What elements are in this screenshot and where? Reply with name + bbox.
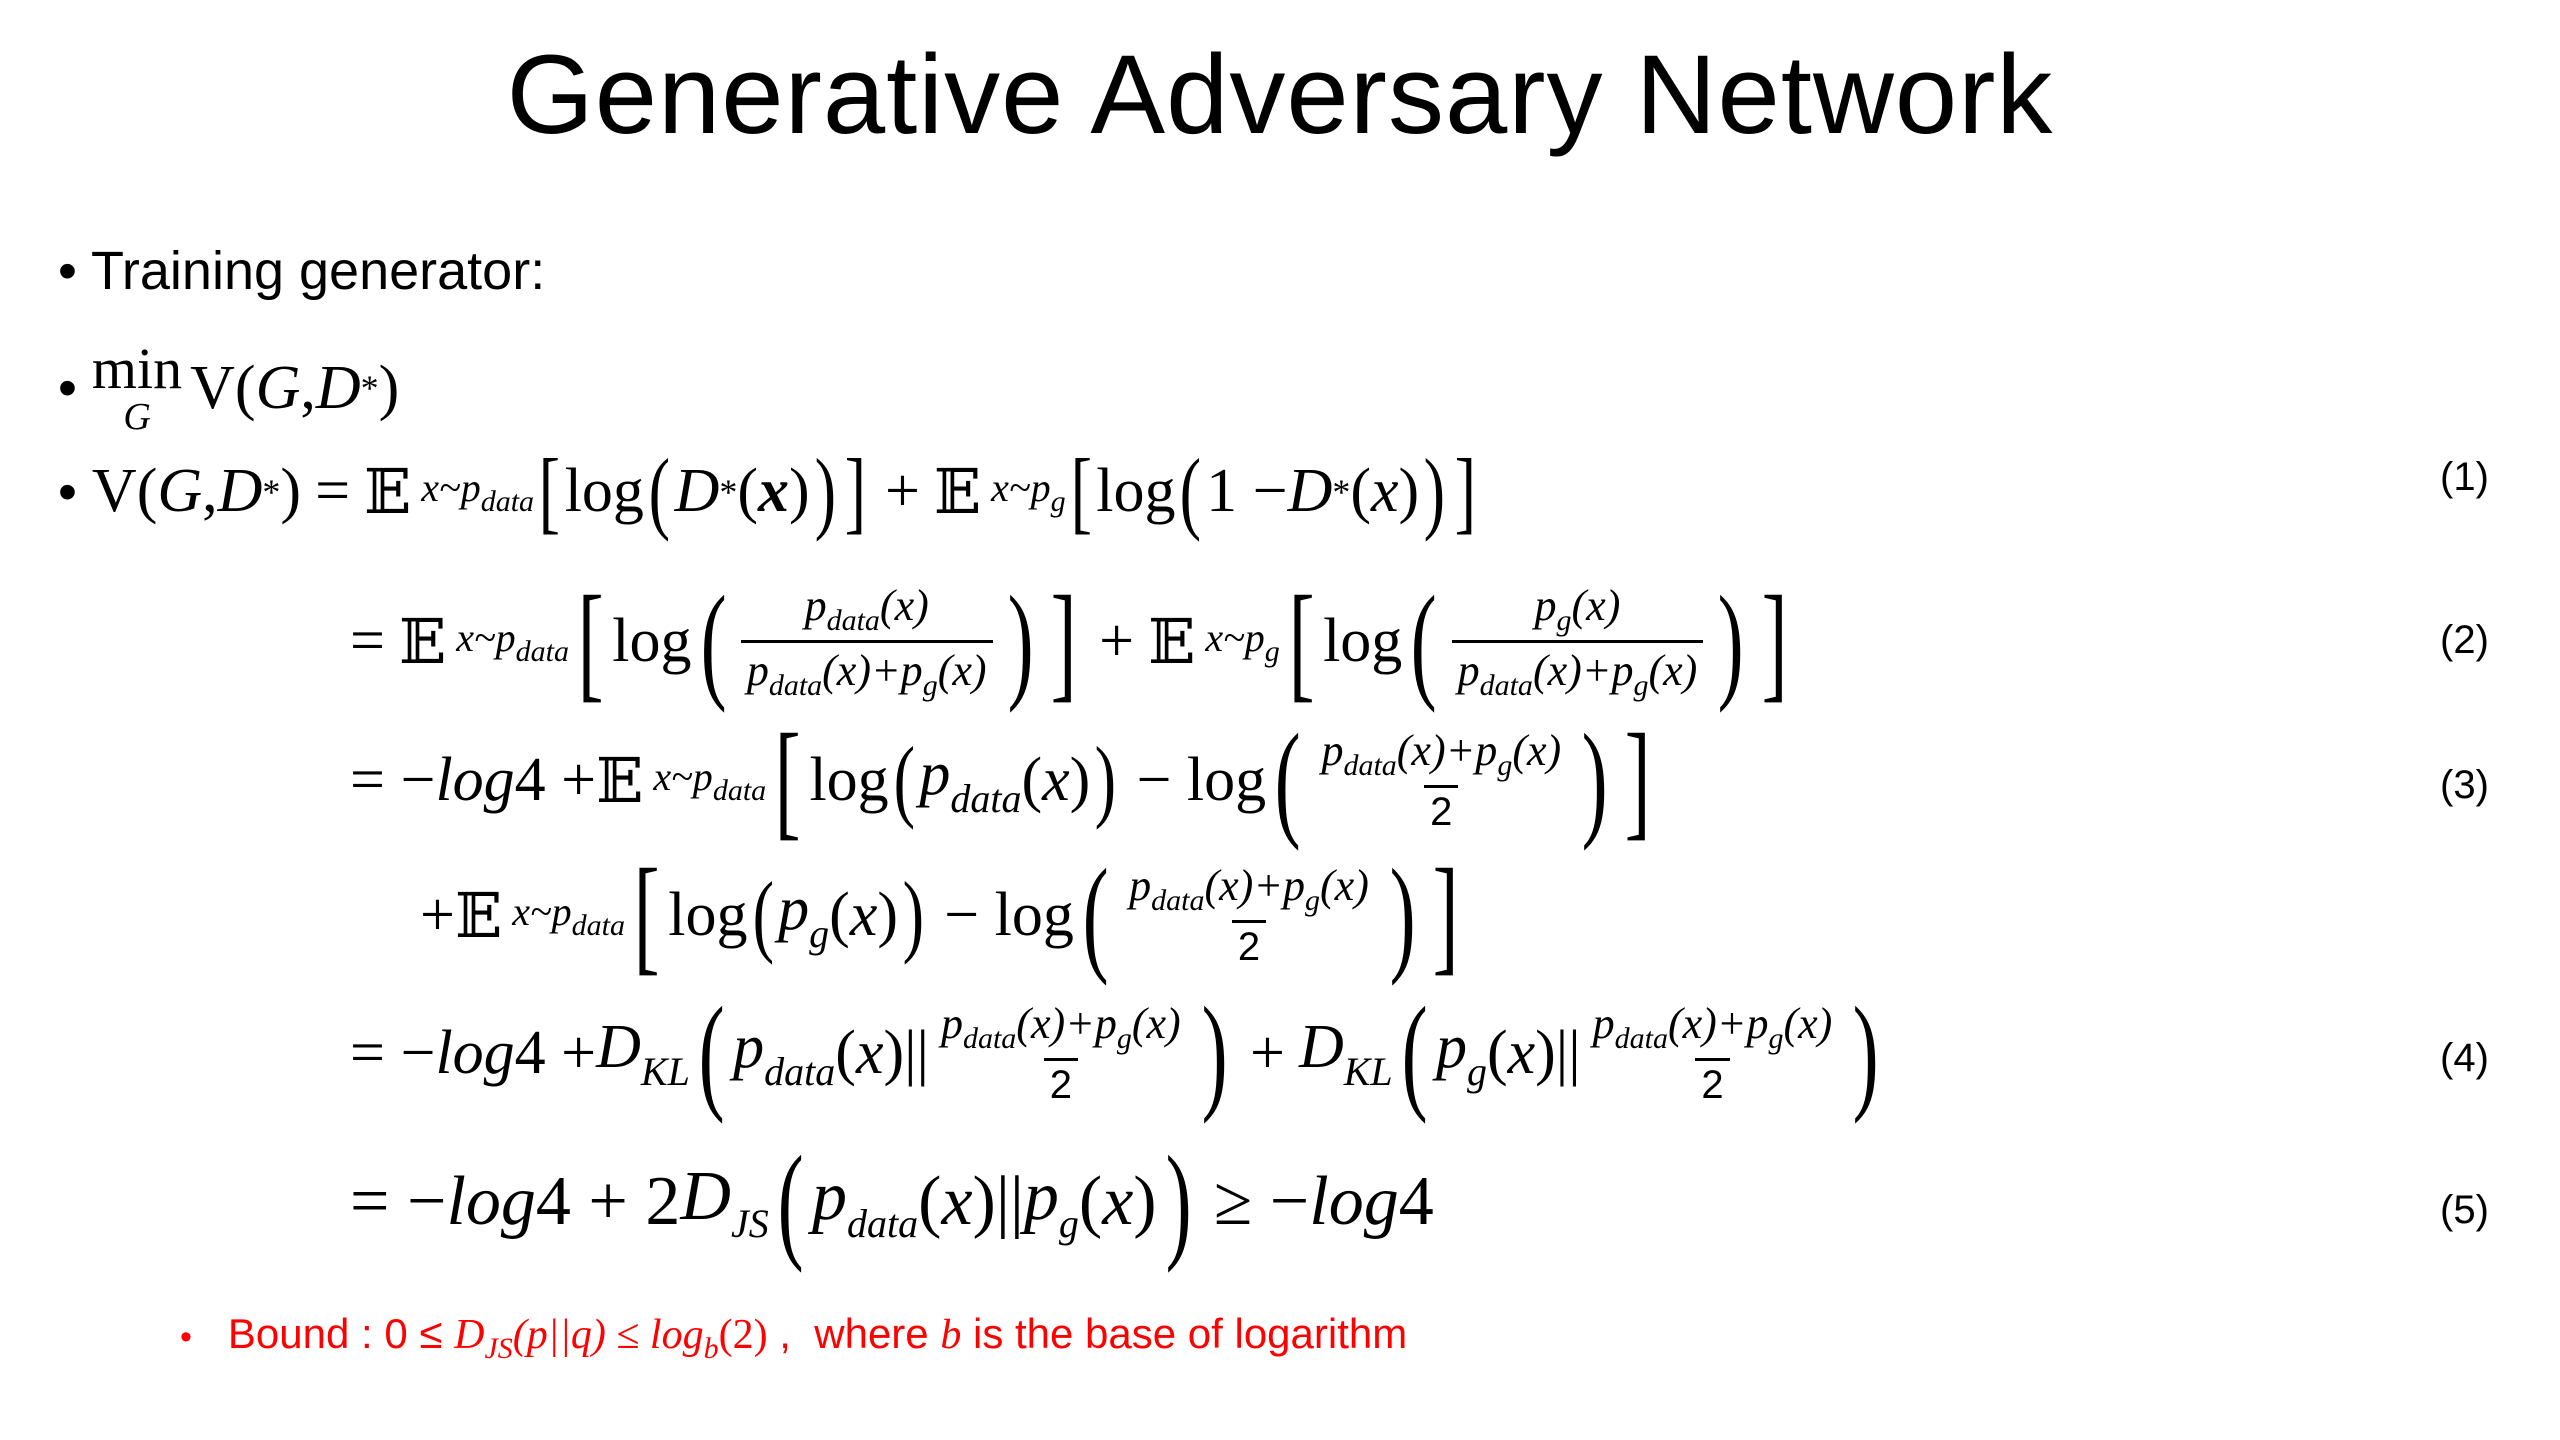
equation-number-1: (1) <box>2440 455 2489 499</box>
equation-2: = 𝔼 x~pdata [log( pdata(x)pdata(x)+pg(x)… <box>350 569 1788 714</box>
equation-number-4: (4) <box>2440 1036 2489 1080</box>
note-two: (2) <box>718 1312 768 1358</box>
note-log: log <box>649 1312 704 1358</box>
bullet-dot: • <box>58 241 91 301</box>
note-log-sub: b <box>703 1332 719 1365</box>
equation-number-3: (3) <box>2440 763 2489 807</box>
training-label: Training generator: <box>90 241 546 301</box>
equation-number-5: (5) <box>2440 1188 2489 1232</box>
min-subscript: G <box>123 396 151 438</box>
note-where: , where <box>767 1310 941 1357</box>
note-d: D <box>454 1312 485 1358</box>
min-expression: • min G V(G, D*) <box>58 336 400 438</box>
note-bullet: • <box>180 1318 192 1356</box>
note-tail: is the base of logarithm <box>961 1310 1408 1357</box>
bullet-training: • Training generator: <box>58 240 545 302</box>
equation-3-continued: +𝔼 x~pdata [log(pg(x)) − log( pdata(x)+p… <box>420 843 1459 987</box>
note-text-before: Bound : 0 ≤ <box>227 1310 455 1357</box>
note-le: ≤ <box>605 1312 650 1358</box>
bound-note: •Bound : 0 ≤ DJS(p||q) ≤ logb(2) , where… <box>180 1310 1407 1366</box>
slide-title: Generative Adversary Network <box>506 32 2054 157</box>
note-d-sub: JS <box>484 1332 513 1365</box>
equation-number-2: (2) <box>2440 618 2489 662</box>
note-b: b <box>940 1312 962 1358</box>
min-operator: min <box>91 336 183 401</box>
equation-1: • V(G, D*) = 𝔼 x~pdata [log(D*(x))] + 𝔼 … <box>58 440 1476 542</box>
note-pq: (p||q) <box>512 1312 606 1358</box>
